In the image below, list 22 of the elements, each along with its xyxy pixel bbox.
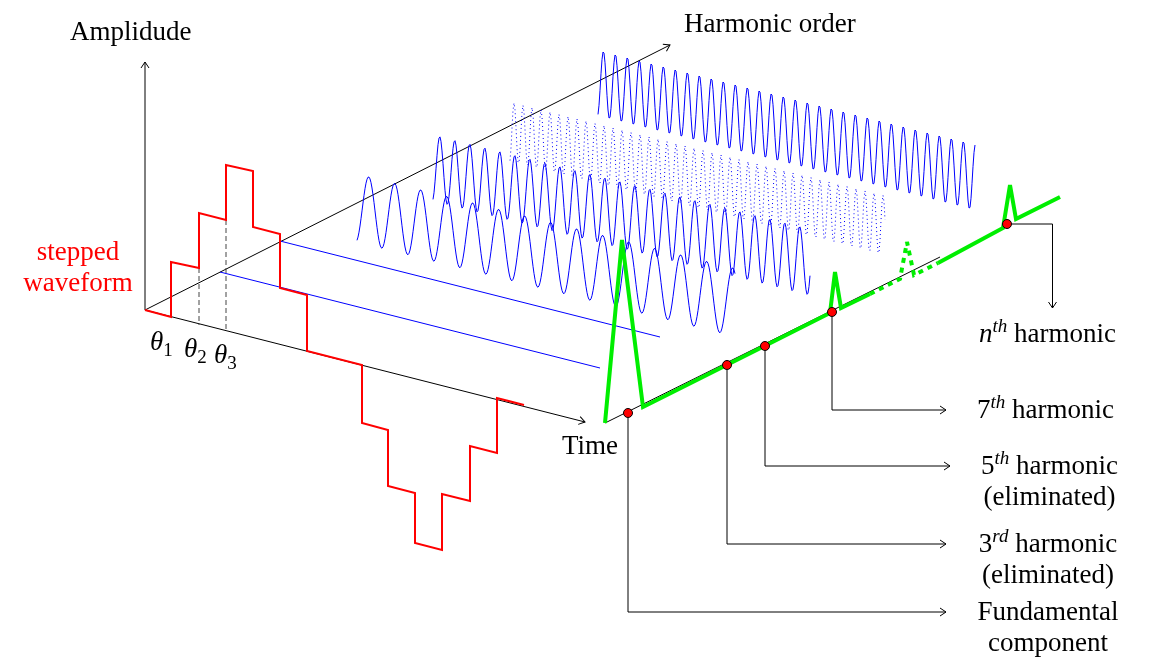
harmonic-label: n$^{th}$ harmonic: [950, 318, 1145, 349]
leader-line: [764, 350, 951, 471]
leader-line: [726, 369, 947, 549]
marker-dot: [827, 307, 837, 317]
waveform-label: stepped waveform: [22, 236, 134, 298]
angle-label: θ$_{2}$: [184, 333, 207, 364]
harmonic-label: 3$^{rd}$ harmonic (eliminated): [948, 528, 1148, 590]
angle-label: θ$_{3}$: [214, 339, 237, 370]
leader-line: [627, 417, 947, 617]
marker-dot: [722, 360, 732, 370]
marker-dot: [623, 408, 633, 418]
axis-label: Harmonic order: [684, 8, 856, 39]
marker-dot: [1002, 219, 1012, 229]
leader-line: [1011, 223, 1057, 309]
marker-dot: [760, 341, 770, 351]
angle-label: θ$_{1}$: [150, 326, 173, 357]
leader-line: [831, 316, 947, 415]
harmonic-label: Fundamental component: [948, 596, 1148, 658]
axis-label: Time: [562, 430, 619, 461]
axis-label: Amplidude: [70, 16, 192, 47]
harmonic-label: 5$^{th}$ harmonic (eliminated): [952, 450, 1147, 512]
harmonic-label: 7$^{th}$ harmonic: [948, 394, 1143, 425]
